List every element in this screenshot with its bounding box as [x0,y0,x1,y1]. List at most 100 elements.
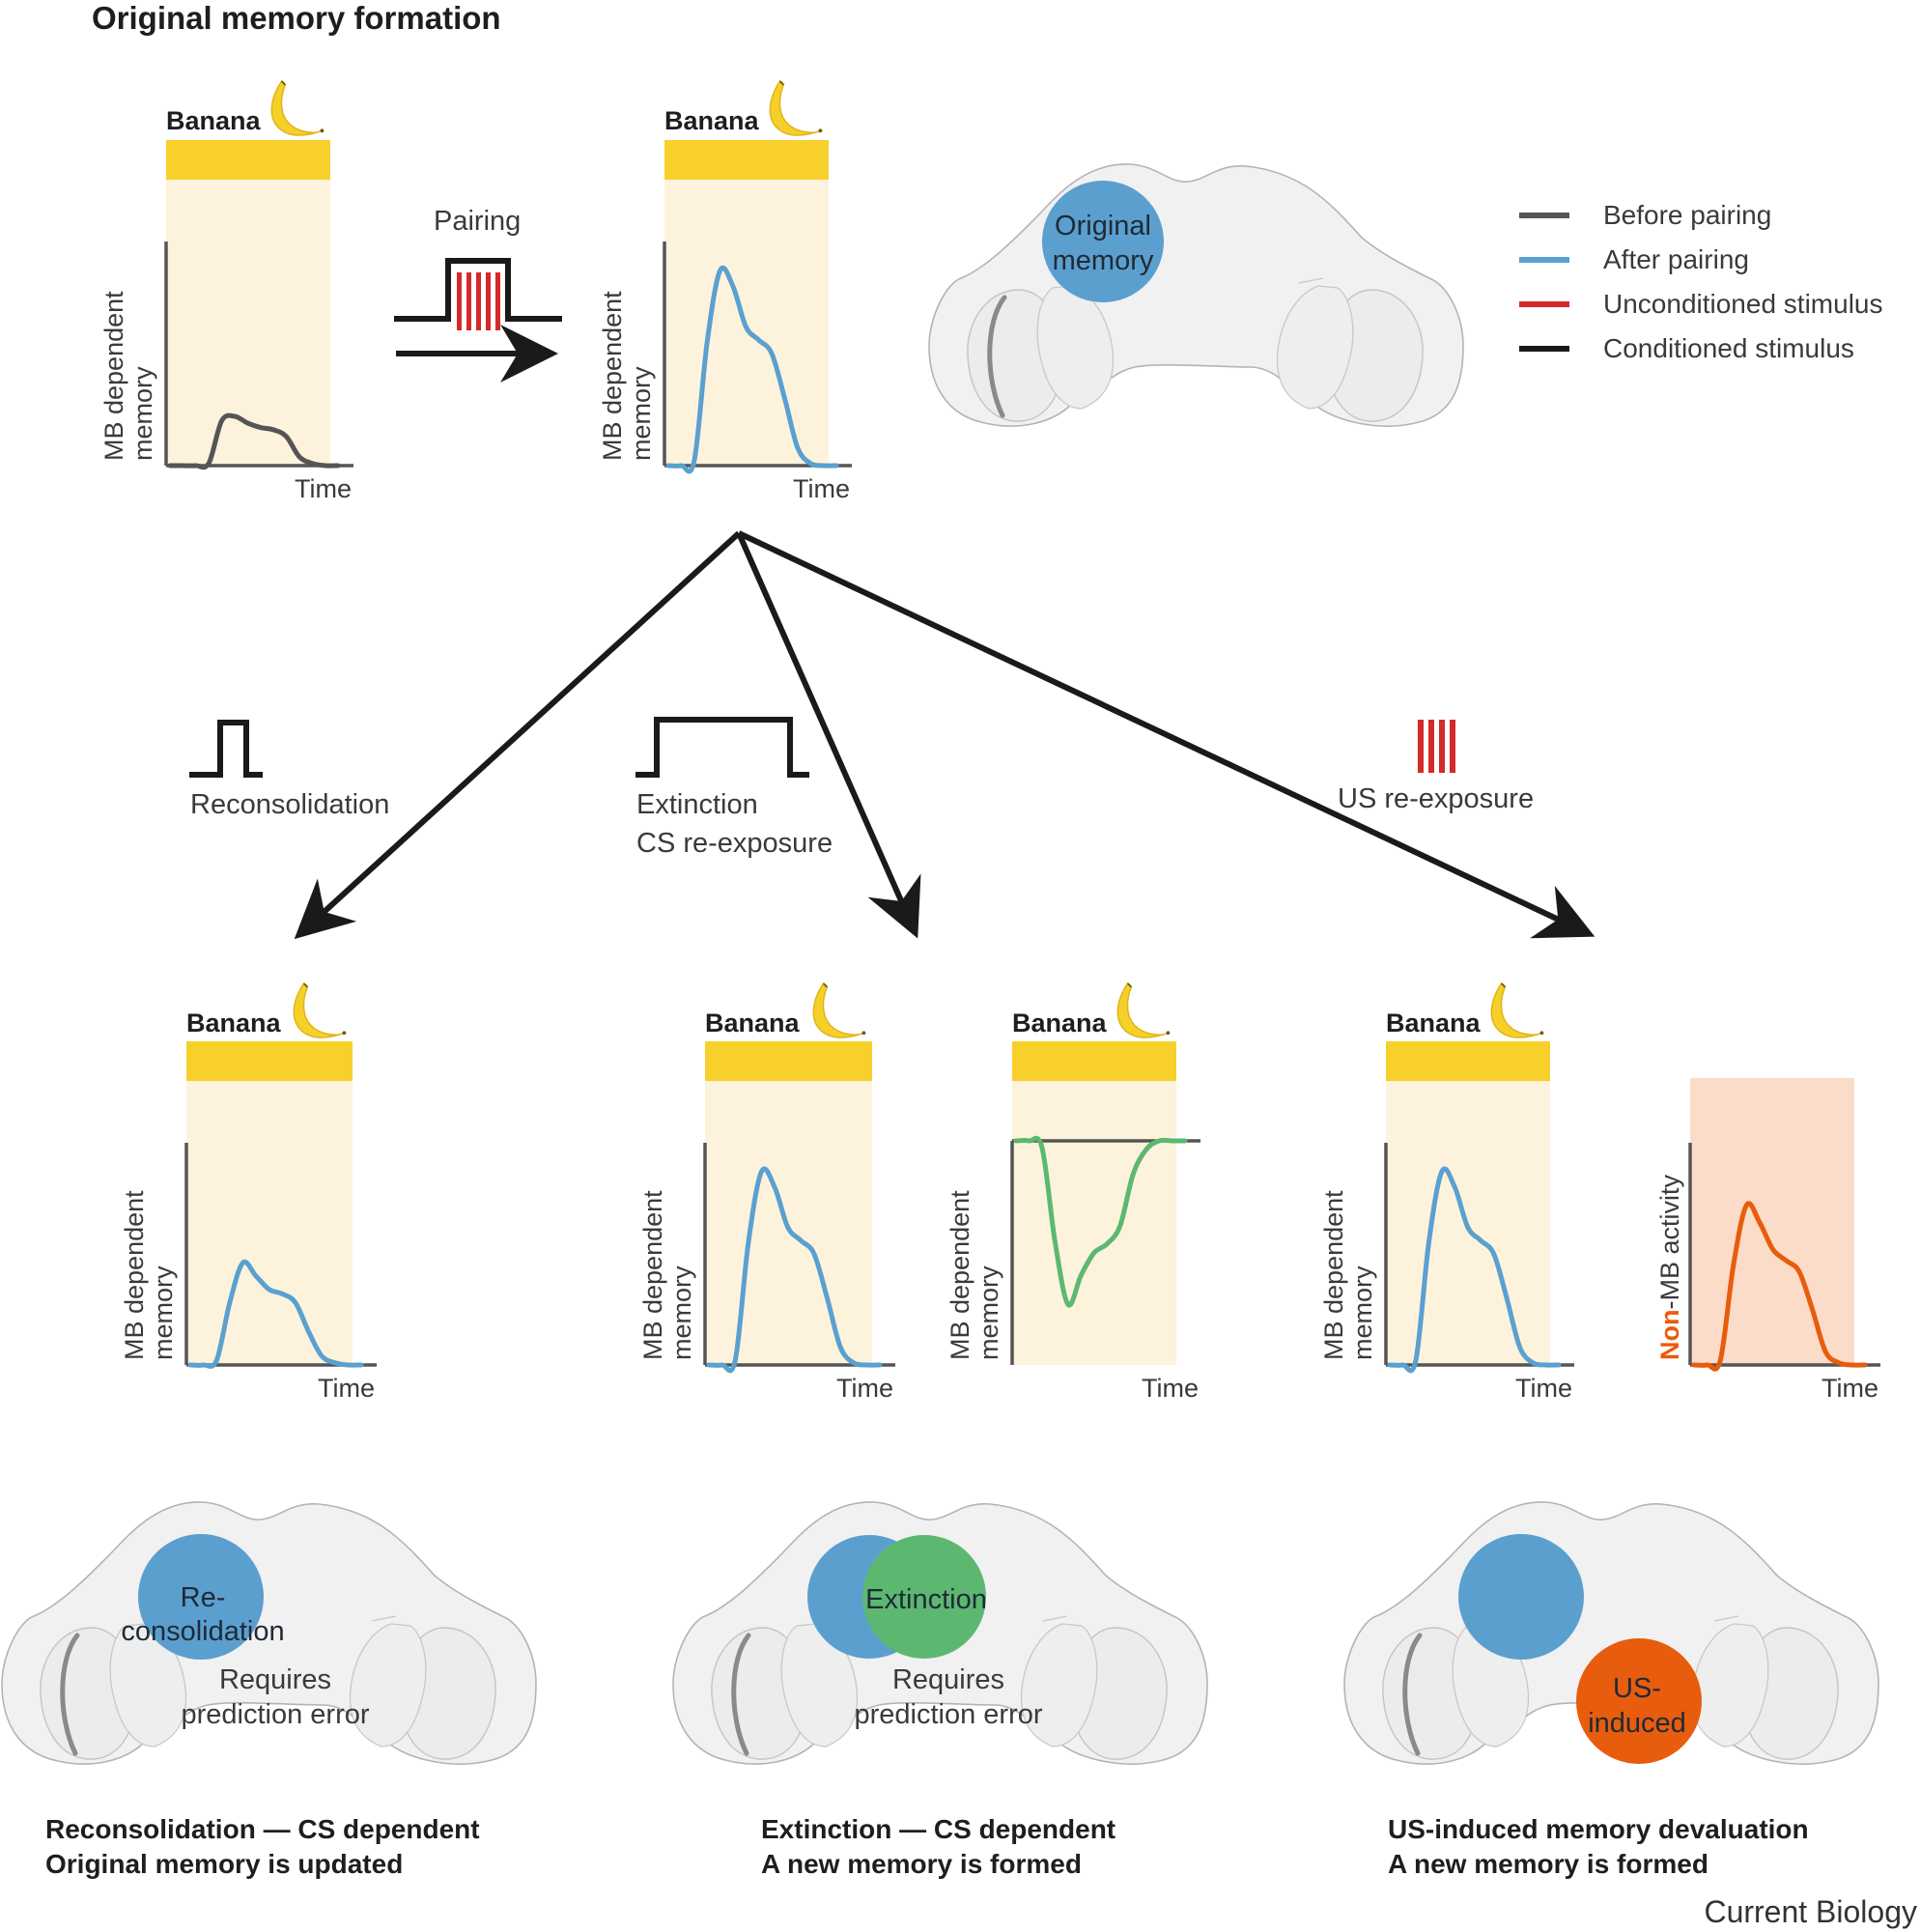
caption-line-2: Original memory is updated [45,1849,403,1879]
series-line-before-pairing [167,412,341,470]
y-axis-label-line-2: memory [1348,1265,1377,1360]
branch-label-reconsolidation: Reconsolidation [190,789,389,820]
original-memory-circle [1042,181,1164,302]
branch-reconsolidation: Reconsolidation [189,720,389,820]
banana-label: Banana [186,1009,282,1037]
banana-odor-bar [664,140,829,180]
y-axis-label-line-1: MB dependent [120,1190,149,1360]
caption-line-2: A new memory is formed [761,1849,1082,1879]
odor-period-shading [1690,1078,1854,1365]
legend-label: Conditioned stimulus [1603,333,1854,363]
banana-odor-bar [186,1041,353,1081]
series-line-non-mb-activity [1691,1201,1868,1372]
series-line-original-memory [1387,1166,1562,1374]
legend-item-conditioned-stimulus: Conditioned stimulus [1519,333,1854,363]
cs-pulse-icon [394,258,562,322]
caption-line-1: US-induced memory devaluation [1388,1814,1809,1844]
banana-label: Banana [1386,1009,1482,1037]
caption-line-1: Reconsolidation — CS dependent [45,1814,480,1844]
y-axis-label-line-2: memory [627,366,656,461]
x-axis-label: Time [1821,1374,1878,1403]
branch-label-us-reexposure: US re-exposure [1338,783,1534,814]
plot-us-non-mb: Time Non-MB activity [1655,1078,1880,1403]
y-axis-label-line-2: memory [667,1265,696,1360]
legend-item-after-pairing: After pairing [1519,244,1749,274]
banana-icon [1490,982,1545,1039]
x-axis-label: Time [1142,1374,1199,1403]
us-induced-circle [1576,1638,1702,1764]
series-line-original-memory [706,1166,883,1374]
short-cs-pulse-icon [189,720,263,778]
brain-note-1: Requires [892,1664,1004,1695]
pairing-stimulus: Pairing [394,206,562,383]
banana-label: Banana [664,106,760,135]
banana-odor-bar [1386,1041,1550,1081]
odor-period-shading [1012,1081,1176,1365]
branch-label-cs-reexposure: CS re-exposure [636,828,833,859]
banana-odor-bar [1012,1041,1176,1081]
caption-us-induced: US-induced memory devaluation A new memo… [1388,1814,1809,1879]
us-induced-circle-label-2: induced [1588,1708,1686,1739]
legend-label: Unconditioned stimulus [1603,289,1883,319]
x-axis-label: Time [793,474,850,503]
banana-icon [769,80,824,137]
us-bars-icon [1418,720,1455,773]
brain-note-2: prediction error [181,1699,369,1730]
banana-icon [270,80,325,137]
y-axis-label-non: Non [1655,1310,1684,1360]
arrow-to-extinction-icon [736,531,921,939]
brain-original-memory: Original memory [929,164,1463,426]
caption-extinction: Extinction — CS dependent A new memory i… [761,1814,1115,1879]
brain-note-2: prediction error [854,1699,1042,1730]
banana-icon [293,982,348,1039]
series-line-after-pairing [665,265,839,474]
banana-odor-bar [705,1041,872,1081]
figure-title: Original memory formation [92,0,501,36]
long-cs-pulse-icon [635,717,809,778]
y-axis-label-line-1: MB dependent [946,1190,974,1360]
x-axis-label: Time [318,1374,375,1403]
extinction-circle [862,1535,986,1659]
reconsolidation-circle-label-1: Re- [181,1582,226,1613]
y-axis-label-line-2: memory [974,1265,1003,1360]
reconsolidation-circle [138,1534,264,1660]
legend-label: Before pairing [1603,200,1771,230]
y-axis-label-line-1: MB dependent [1319,1190,1348,1360]
brain-extinction: Extinction Requires prediction error [673,1502,1207,1764]
y-axis-label-line-1: MB dependent [638,1190,667,1360]
original-memory-circle [1458,1534,1584,1660]
reconsolidation-circle-label-2: consolidation [121,1616,284,1647]
series-line-extinction-memory [1013,1135,1188,1308]
legend-label: After pairing [1603,244,1749,274]
caption-line-1: Extinction — CS dependent [761,1814,1115,1844]
legend-item-unconditioned-stimulus: Unconditioned stimulus [1519,289,1883,319]
branch-us-reexposure: US re-exposure [1338,720,1534,814]
y-axis-label-rest: -MB activity [1655,1175,1684,1310]
x-axis-label: Time [836,1374,893,1403]
us-induced-circle-label-1: US- [1613,1673,1661,1704]
arrow-to-reconsolidation-icon [294,530,742,940]
banana-icon [812,982,867,1039]
y-axis-label-line-2: memory [128,366,157,461]
banana-icon [1116,982,1172,1039]
original-memory-label-1: Original [1055,211,1151,242]
y-axis-label-line-2: memory [149,1265,178,1360]
legend-item-before-pairing: Before pairing [1519,200,1771,230]
us-bars-icon [457,272,500,330]
branch-arrows [294,530,1595,940]
x-axis-label: Time [295,474,352,503]
banana-odor-bar [166,140,330,180]
x-axis-label: Time [1515,1374,1572,1403]
banana-label: Banana [1012,1009,1108,1037]
original-memory-label-2: memory [1053,245,1154,276]
odor-period-shading [166,180,330,466]
odor-period-shading [186,1081,353,1365]
brain-us-induced: US- induced [1344,1502,1878,1764]
brain-note-1: Requires [219,1664,331,1695]
